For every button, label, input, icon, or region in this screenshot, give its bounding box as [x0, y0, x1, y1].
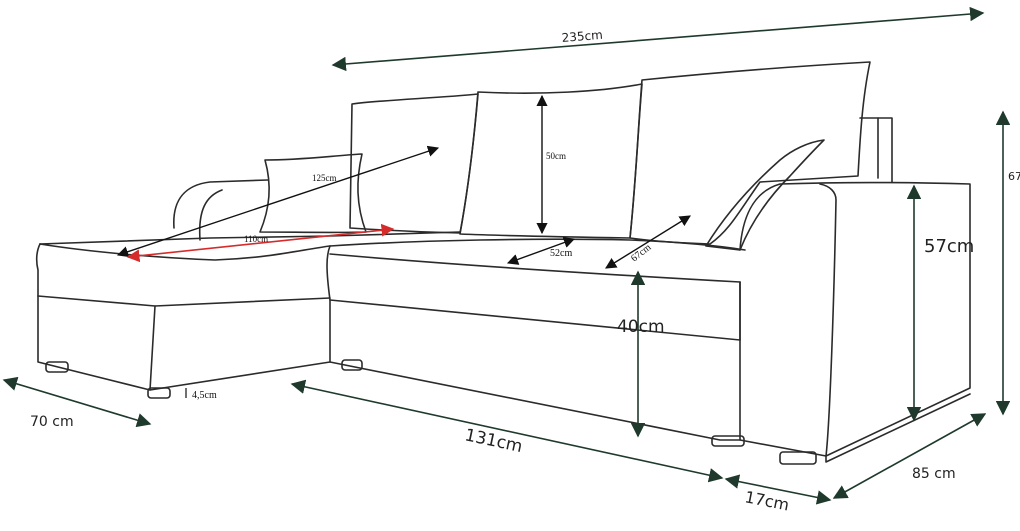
arrow-chaise-length — [126, 223, 395, 263]
label-main-length: 131cm — [463, 425, 524, 457]
accent-pillow-right — [705, 139, 825, 251]
chaise-leg-left — [45, 361, 69, 373]
back-frame-right — [859, 117, 893, 183]
arrow-total-width — [331, 6, 985, 72]
label-chaise-width: 70 cm — [30, 414, 74, 430]
label-seat-depth-diagonal: 67cm — [629, 242, 653, 264]
arrow-seat-depth-front — [506, 237, 576, 265]
label-arm-height: 57cm — [924, 236, 974, 257]
label-cushion-height: 50cm — [546, 151, 566, 161]
arrow-arm-width — [724, 474, 832, 505]
chaise-base — [37, 295, 331, 391]
sofa-outline — [35, 61, 971, 465]
dimension-arrows — [2, 6, 1011, 505]
arrow-seat-depth-diagonal — [605, 215, 691, 269]
right-arm — [739, 181, 971, 457]
arrow-total-depth — [832, 413, 987, 499]
label-total-depth: 85 cm — [912, 466, 956, 482]
back-cushion-middle — [459, 83, 643, 239]
main-seat-front — [326, 245, 741, 341]
right-leg-front — [779, 451, 817, 465]
label-chaise-diagonal: 125cm — [312, 173, 337, 183]
main-seat-top — [329, 238, 746, 251]
chaise-front-top — [37, 295, 331, 307]
back-cushion-right — [629, 61, 871, 245]
label-seat-height: 40cm — [617, 317, 665, 337]
arrow-chaise-diagonal — [116, 145, 440, 258]
arrow-chaise-width — [2, 376, 152, 428]
label-chaise-length: 110cm — [244, 234, 268, 244]
main-leg-left — [341, 359, 363, 371]
label-total-width: 235cm — [561, 28, 603, 45]
back-cushion-left — [349, 93, 479, 234]
label-leg-height: 4,5cm — [192, 390, 217, 401]
main-seat-divider — [329, 253, 741, 283]
dimension-labels: 235cm 50cm 125cm 110cm 52cm 67cm 57cm 40… — [30, 28, 1020, 515]
arrow-main-length — [290, 379, 724, 483]
label-back-height: 67cm — [1008, 170, 1020, 183]
label-seat-depth-front: 52cm — [550, 248, 572, 259]
